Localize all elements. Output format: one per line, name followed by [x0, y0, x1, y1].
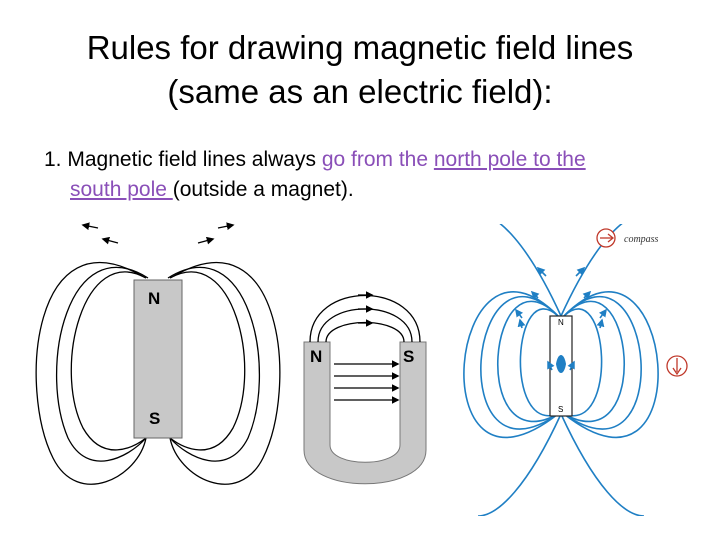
compass-north-label: N [558, 318, 564, 327]
bar-north-label: N [148, 289, 160, 308]
field-line [564, 301, 624, 421]
horseshoe-north-label: N [310, 347, 322, 366]
rule-1: 1. Magnetic field lines always go from t… [44, 145, 684, 205]
field-line [564, 297, 641, 429]
compass-south-label: S [558, 405, 563, 414]
rule-text-e: (outside a magnet). [173, 178, 354, 201]
rule-text-c: north pole to the [434, 148, 586, 171]
field-arrow [103, 239, 118, 243]
title-line-2: (same as an electric field): [0, 70, 720, 114]
compass-needle [520, 320, 522, 328]
field-line [170, 263, 280, 485]
compass-field-diagram: N S compass [458, 224, 702, 516]
horseshoe-south-label: S [403, 347, 414, 366]
compass-legend-label: compass [624, 234, 659, 245]
horseshoe-outer-lines [310, 296, 420, 343]
compass-needle [516, 310, 522, 318]
slide-title: Rules for drawing magnetic field lines (… [0, 26, 720, 114]
rule-text-a: Magnetic field lines always [67, 148, 321, 171]
field-line [478, 224, 561, 316]
rule-text-b: go from the [322, 148, 434, 171]
field-arrow [198, 239, 213, 243]
field-line [326, 323, 404, 343]
horseshoe-field-arrows [334, 295, 398, 400]
title-line-1: Rules for drawing magnetic field lines [0, 26, 720, 70]
field-arrow [218, 225, 233, 228]
rule-1-line-1: 1. Magnetic field lines always go from t… [44, 145, 684, 175]
field-line [318, 309, 412, 342]
rule-number: 1. [44, 148, 62, 171]
field-arrow [83, 225, 98, 228]
field-line [310, 296, 420, 343]
field-line [498, 301, 558, 421]
rule-text-d: south pole [70, 178, 173, 201]
field-line [36, 263, 146, 485]
compass-needle [600, 310, 606, 318]
compass-needle [600, 320, 602, 328]
field-line [481, 297, 558, 429]
bar-south-label: S [149, 409, 160, 428]
horseshoe-magnet-diagram: N S [300, 280, 430, 515]
rule-1-line-2: south pole (outside a magnet). [44, 175, 684, 205]
bar-magnet-diagram: N S [28, 218, 288, 518]
